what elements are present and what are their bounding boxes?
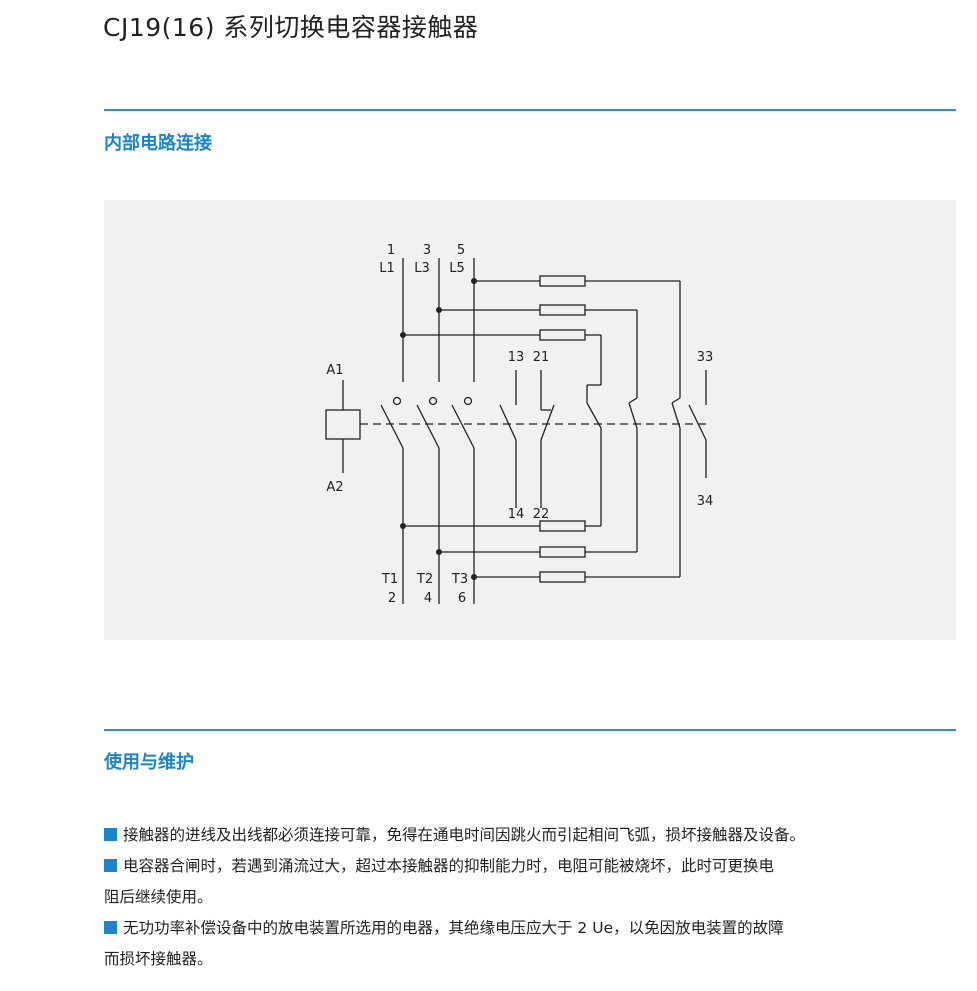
usage-item-text-continued: 阻后继续使用。 (104, 888, 213, 906)
aux-34-label: 34 (697, 494, 714, 509)
usage-list: 接触器的进线及出线都必须连接可靠，免得在通电时间因跳火而引起相间飞弧，损坏接触器… (104, 820, 964, 975)
resistor-top-1 (539, 275, 586, 287)
aux-13-label: 13 (508, 350, 525, 365)
aux-13-blade (499, 404, 517, 441)
square-bullet-icon (104, 859, 117, 872)
junction-dot (400, 332, 406, 338)
section-divider (104, 729, 956, 731)
usage-item: 电容器合闸时，若遇到涌流过大，超过本接触器的抑制能力时，电阻可能被烧坏，此时可更… (104, 851, 964, 913)
resistor-bottom-2 (539, 546, 586, 558)
usage-item-text-continued: 而损坏接触器。 (104, 950, 213, 968)
pole-5-blade (451, 404, 475, 449)
aux-21-blade (540, 404, 555, 441)
aux-33-blade (688, 404, 707, 441)
aux-33-label: 33 (697, 350, 714, 365)
terminal-2-number: 2 (388, 591, 396, 606)
res-switch-2-blade (628, 402, 638, 429)
junction-dot (471, 574, 477, 580)
page-title: CJ19(16) 系列切换电容器接触器 (103, 13, 479, 42)
resistor-top-2 (539, 304, 586, 316)
junction-dot (471, 278, 477, 284)
pole-3-contact-dot (428, 396, 438, 406)
usage-item-text: 电容器合闸时，若遇到涌流过大，超过本接触器的抑制能力时，电阻可能被烧坏，此时可更… (123, 857, 775, 875)
terminal-l3-label: L3 (414, 261, 430, 276)
usage-item: 无功功率补偿设备中的放电装置所选用的电器，其绝缘电压应大于 2 Ue，以免因放电… (104, 913, 964, 975)
pole-5-contact-dot (463, 396, 473, 406)
aux-21-label: 21 (533, 350, 550, 365)
usage-item: 接触器的进线及出线都必须连接可靠，免得在通电时间因跳火而引起相间飞弧，损坏接触器… (104, 820, 964, 851)
coil-a1-label: A1 (326, 363, 343, 378)
res-switch-3-blade (671, 402, 681, 429)
pole-3-blade (416, 404, 440, 449)
usage-item-text: 接触器的进线及出线都必须连接可靠，免得在通电时间因跳火而引起相间飞弧，损坏接触器… (123, 826, 806, 844)
junction-dot (436, 307, 442, 313)
terminal-l5-label: L5 (449, 261, 465, 276)
circuit-diagram: 1 3 5 L1 L3 L5 A1 A2 13 21 14 22 33 34 T… (104, 200, 956, 640)
pole-1-blade (380, 404, 404, 449)
coil-box (325, 409, 361, 440)
section-heading-circuit: 内部电路连接 (104, 133, 212, 154)
terminal-l1-label: L1 (379, 261, 395, 276)
junction-dot (400, 523, 406, 529)
terminal-t1-label: T1 (381, 572, 398, 587)
res-switch-2-hook (628, 397, 638, 404)
square-bullet-icon (104, 921, 117, 934)
res-switch-3-hook (671, 397, 681, 404)
terminal-6-number: 6 (458, 591, 466, 606)
aux-22-label: 22 (533, 507, 550, 522)
pole-1-contact-dot (392, 396, 402, 406)
terminal-3-number: 3 (423, 243, 431, 258)
coil-a2-label: A2 (326, 480, 343, 495)
res-switch-1-blade (586, 402, 602, 429)
aux-14-label: 14 (508, 507, 525, 522)
square-bullet-icon (104, 828, 117, 841)
junction-dot (436, 549, 442, 555)
terminal-5-number: 5 (457, 243, 465, 258)
terminal-t3-label: T3 (451, 572, 468, 587)
section-heading-usage: 使用与维护 (104, 752, 194, 773)
resistor-bottom-1 (539, 520, 586, 532)
circuit-diagram-svg: 1 3 5 L1 L3 L5 A1 A2 13 21 14 22 33 34 T… (325, 243, 714, 606)
usage-item-text: 无功功率补偿设备中的放电装置所选用的电器，其绝缘电压应大于 2 Ue，以免因放电… (123, 919, 784, 937)
terminal-1-number: 1 (387, 243, 395, 258)
resistor-top-3 (539, 329, 586, 341)
terminal-t2-label: T2 (416, 572, 433, 587)
section-divider (104, 109, 956, 111)
terminal-4-number: 4 (424, 591, 432, 606)
resistor-bottom-3 (539, 571, 586, 583)
